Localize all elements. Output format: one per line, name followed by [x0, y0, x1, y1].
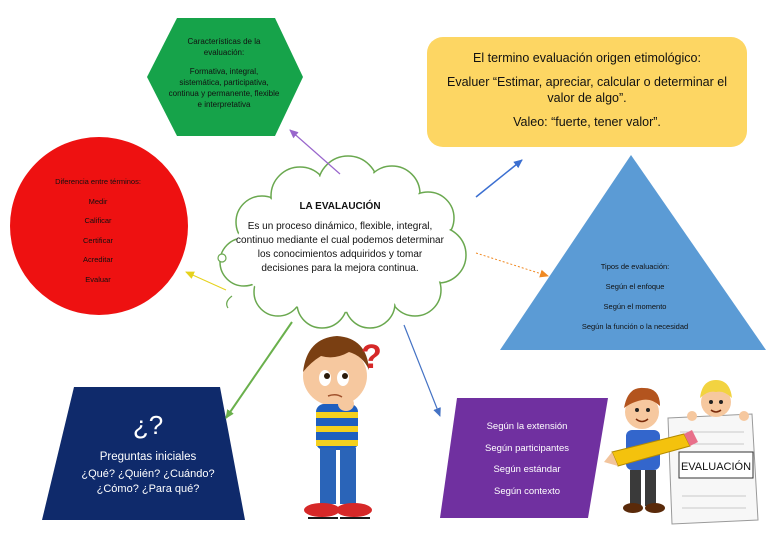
arrow-to-triangle	[475, 252, 549, 278]
central-concept: LA EVALAUCIÓN Es un proceso dinámico, fl…	[235, 200, 445, 276]
criteria-item: Según participantes	[485, 442, 569, 454]
question-mark-icon: ?	[361, 338, 382, 376]
cloud-fill	[221, 157, 465, 327]
origin-box	[427, 37, 747, 147]
origin-line-1: El termino evaluación origen etimológico…	[473, 51, 701, 65]
types-text: Tipos de evaluación: Según el enfoque Se…	[560, 257, 710, 337]
cloud-tail	[226, 295, 233, 309]
characteristics-title: Características de la evaluación:	[187, 37, 261, 57]
origin-line-3: Valeo: “fuerte, tener valor”.	[513, 115, 661, 129]
criteria-item: Según estándar	[493, 464, 561, 475]
terms-item: Medir	[88, 196, 108, 206]
arrow-to-questions	[225, 321, 293, 419]
central-body: Es un proceso dinámico, flexible, integr…	[236, 221, 444, 274]
types-item: Según la función o la necesidad	[581, 322, 689, 331]
characteristics-hexagon	[147, 18, 303, 136]
kids-pencil-illustration	[604, 380, 759, 525]
questions-trapezoid	[42, 387, 245, 520]
arrow-to-circle	[185, 271, 227, 291]
arrow-to-origin-box	[475, 159, 523, 198]
terms-title: Diferencia entre términos:	[55, 177, 141, 186]
terms-text: Diferencia entre términos: Medir Calific…	[22, 172, 174, 289]
arrow-to-purple	[403, 324, 441, 417]
evaluacion-banner-label: EVALUACIÓN	[681, 460, 751, 473]
types-item: Según el enfoque	[605, 282, 665, 291]
terms-item: Acreditar	[82, 255, 113, 264]
types-item: Según el momento	[603, 302, 667, 311]
questions-title: Preguntas iniciales	[99, 451, 197, 463]
terms-item: Certificar	[82, 235, 113, 245]
cloud-bubble-small	[217, 253, 227, 263]
purple-parallelogram	[440, 398, 608, 518]
origin-line-2: Evaluer “Estimar, apreciar, calcular o d…	[447, 75, 727, 105]
characteristics-text: Características de la evaluación: Format…	[168, 36, 280, 110]
types-triangle	[500, 155, 766, 350]
criteria-text: Según la extensión Según participantes S…	[462, 416, 592, 502]
characteristics-body: Formativa, integral, sistemática, partic…	[168, 67, 280, 109]
questions-line-2: ¿Cómo? ¿Para qué?	[96, 483, 200, 495]
questions-text: ¿? Preguntas iniciales ¿Qué? ¿Quién? ¿Cu…	[62, 410, 234, 497]
criteria-item: Según la extensión	[486, 421, 568, 432]
origin-text: El termino evaluación origen etimológico…	[436, 50, 738, 138]
central-title: LA EVALAUCIÓN	[299, 201, 381, 212]
arrow-to-hexagon	[289, 129, 341, 175]
thinking-boy-illustration	[303, 336, 372, 519]
questions-line-1: ¿Qué? ¿Quién? ¿Cuándo?	[81, 468, 215, 480]
types-title: Tipos de evaluación:	[600, 262, 670, 271]
questions-symbol: ¿?	[132, 410, 164, 440]
terms-circle	[10, 137, 188, 315]
terms-item: Calificar	[84, 216, 112, 225]
criteria-item: Según contexto	[493, 485, 561, 497]
terms-item: Evaluar	[85, 274, 111, 284]
